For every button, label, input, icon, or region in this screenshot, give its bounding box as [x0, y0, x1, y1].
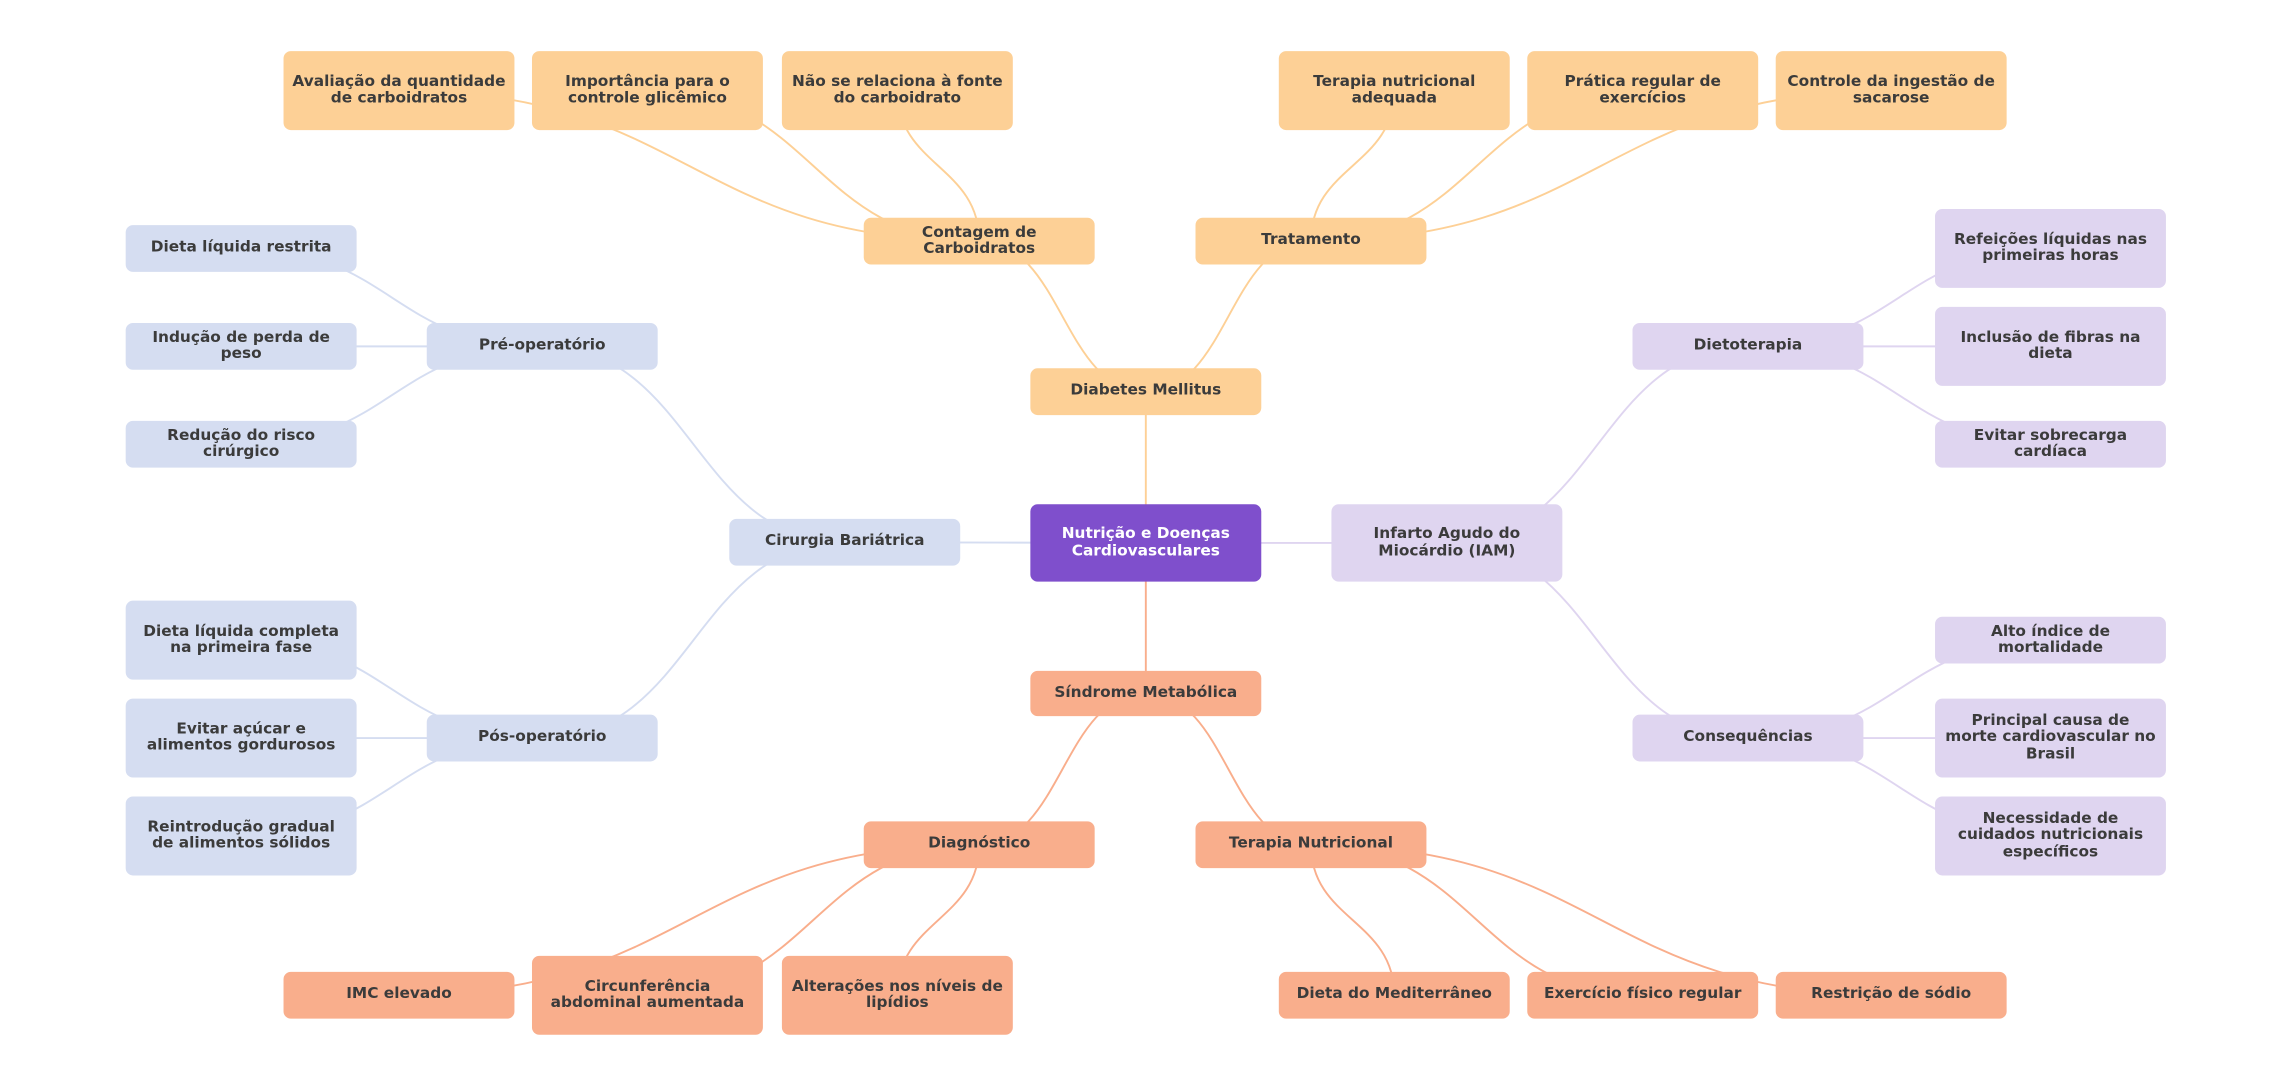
leaf-label: Prática regular de exercícios	[1564, 72, 1721, 107]
leaf-node[interactable]: Prática regular de exercícios	[1527, 51, 1759, 131]
branch-label: Diabetes Mellitus	[1070, 381, 1222, 400]
subtopic-pos-operatorio[interactable]: Pós-operatório	[426, 714, 658, 762]
branch-sindrome-metabolica[interactable]: Síndrome Metabólica	[1030, 670, 1262, 717]
leaf-label: Importância para o controle glicêmico	[565, 72, 730, 107]
subtopic-label: Consequências	[1683, 728, 1813, 746]
subtopic-label: Contagem de Carboidratos	[921, 222, 1037, 258]
leaf-node[interactable]: Evitar açúcar e alimentos gordurosos	[125, 698, 357, 778]
leaf-node[interactable]: Principal causa de morte cardiovascular …	[1935, 698, 2166, 778]
leaf-node[interactable]: Dieta líquida restrita	[125, 225, 357, 272]
leaf-label: Alterações nos níveis de lipídios	[791, 977, 1003, 1012]
subtopic-label: Dietoterapia	[1693, 336, 1803, 355]
subtopic-terapia-nutricional[interactable]: Terapia Nutricional	[1195, 821, 1427, 869]
leaf-label: Alto índice de mortalidade	[1990, 621, 2110, 657]
leaf-node[interactable]: Dieta do Mediterrâneo	[1278, 971, 1510, 1019]
leaf-node[interactable]: Alterações nos níveis de lipídios	[781, 955, 1013, 1035]
branch-label: Síndrome Metabólica	[1054, 683, 1238, 702]
leaf-label: Evitar sobrecarga cardíaca	[1973, 426, 2128, 461]
leaf-node[interactable]: Exercício físico regular	[1527, 971, 1759, 1019]
leaf-label: Evitar açúcar e alimentos gordurosos	[146, 719, 336, 755]
leaf-label: Dieta líquida completa na primeira fase	[143, 621, 340, 657]
central-topic-label: Nutrição e Doenças Cardiovasculares	[1061, 524, 1230, 560]
branch-infarto-agudo-miocardio[interactable]: Infarto Agudo do Miocárdio (IAM)	[1331, 504, 1563, 582]
branch-cirurgia-bariatrica[interactable]: Cirurgia Bariátrica	[729, 518, 961, 566]
branch-label: Infarto Agudo do Miocárdio (IAM)	[1373, 524, 1521, 560]
leaf-label: Não se relaciona à fonte do carboidrato	[792, 72, 1003, 107]
subtopic-pre-operatorio[interactable]: Pré-operatório	[426, 322, 658, 370]
edge-subtopic-to-leaf	[1310, 844, 1396, 996]
leaf-label: Indução de perda de peso	[152, 328, 330, 363]
subtopic-tratamento[interactable]: Tratamento	[1195, 217, 1427, 265]
leaf-label: Principal causa de morte cardiovascular …	[1945, 711, 2156, 763]
leaf-node[interactable]: Necessidade de cuidados nutricionais esp…	[1935, 796, 2166, 876]
subtopic-contagem-carboidratos[interactable]: Contagem de Carboidratos	[863, 217, 1095, 265]
branch-label: Cirurgia Bariátrica	[765, 532, 925, 550]
leaf-node[interactable]: Restrição de sódio	[1775, 971, 2007, 1019]
leaf-node[interactable]: Importância para o controle glicêmico	[531, 51, 763, 131]
leaf-node[interactable]: Circunferência abdominal aumentada	[531, 955, 763, 1035]
leaf-node[interactable]: Refeições líquidas nas primeiras horas	[1935, 208, 2166, 288]
leaf-node[interactable]: Evitar sobrecarga cardíaca	[1935, 420, 2166, 468]
branch-diabetes-mellitus[interactable]: Diabetes Mellitus	[1030, 368, 1262, 416]
subtopic-label: Terapia Nutricional	[1228, 834, 1393, 853]
leaf-node[interactable]: Alto índice de mortalidade	[1935, 616, 2166, 664]
leaf-node[interactable]: Reintrodução gradual de alimentos sólido…	[125, 796, 357, 876]
leaf-node[interactable]: Inclusão de fibras na dieta	[1935, 306, 2166, 386]
edge-branch-to-subtopic	[542, 541, 845, 740]
leaf-label: Circunferência abdominal aumentada	[550, 977, 745, 1012]
subtopic-dietoterapia[interactable]: Dietoterapia	[1632, 322, 1864, 370]
central-topic[interactable]: Nutrição e Doenças Cardiovasculares	[1030, 504, 1262, 582]
leaf-node[interactable]: IMC elevado	[283, 971, 515, 1019]
subtopic-label: Pré-operatório	[478, 336, 606, 355]
leaf-label: Restrição de sódio	[1811, 985, 1972, 1003]
leaf-label: Terapia nutricional adequada	[1313, 72, 1476, 107]
leaf-node[interactable]: Não se relaciona à fonte do carboidrato	[781, 51, 1013, 131]
subtopic-label: Diagnóstico	[928, 834, 1031, 853]
leaf-label: Refeições líquidas nas primeiras horas	[1953, 230, 2147, 265]
leaf-label: Inclusão de fibras na dieta	[1960, 328, 2141, 363]
leaf-label: Dieta do Mediterrâneo	[1296, 985, 1492, 1003]
leaf-label: Reintrodução gradual de alimentos sólido…	[147, 817, 335, 853]
leaf-label: Controle da ingestão de sacarose	[1787, 72, 1995, 107]
leaf-label: Dieta líquida restrita	[150, 238, 332, 257]
leaf-node[interactable]: Controle da ingestão de sacarose	[1775, 51, 2007, 131]
leaf-label: Redução do risco cirúrgico	[167, 426, 316, 461]
subtopic-label: Tratamento	[1261, 231, 1361, 249]
leaf-label: Necessidade de cuidados nutricionais esp…	[1957, 809, 2144, 861]
leaf-node[interactable]: Terapia nutricional adequada	[1278, 51, 1510, 131]
leaf-node[interactable]: Indução de perda de peso	[125, 322, 357, 370]
subtopic-consequencias[interactable]: Consequências	[1632, 714, 1864, 762]
leaf-label: Avaliação da quantidade de carboidratos	[292, 72, 506, 107]
subtopic-label: Pós-operatório	[478, 728, 607, 746]
subtopic-diagnostico[interactable]: Diagnóstico	[863, 821, 1095, 869]
leaf-label: Exercício físico regular	[1544, 985, 1742, 1003]
leaf-node[interactable]: Redução do risco cirúrgico	[125, 420, 357, 468]
leaf-label: IMC elevado	[346, 985, 452, 1003]
leaf-node[interactable]: Avaliação da quantidade de carboidratos	[283, 51, 515, 131]
leaf-node[interactable]: Dieta líquida completa na primeira fase	[125, 600, 357, 680]
edge-branch-to-subtopic	[542, 345, 845, 544]
